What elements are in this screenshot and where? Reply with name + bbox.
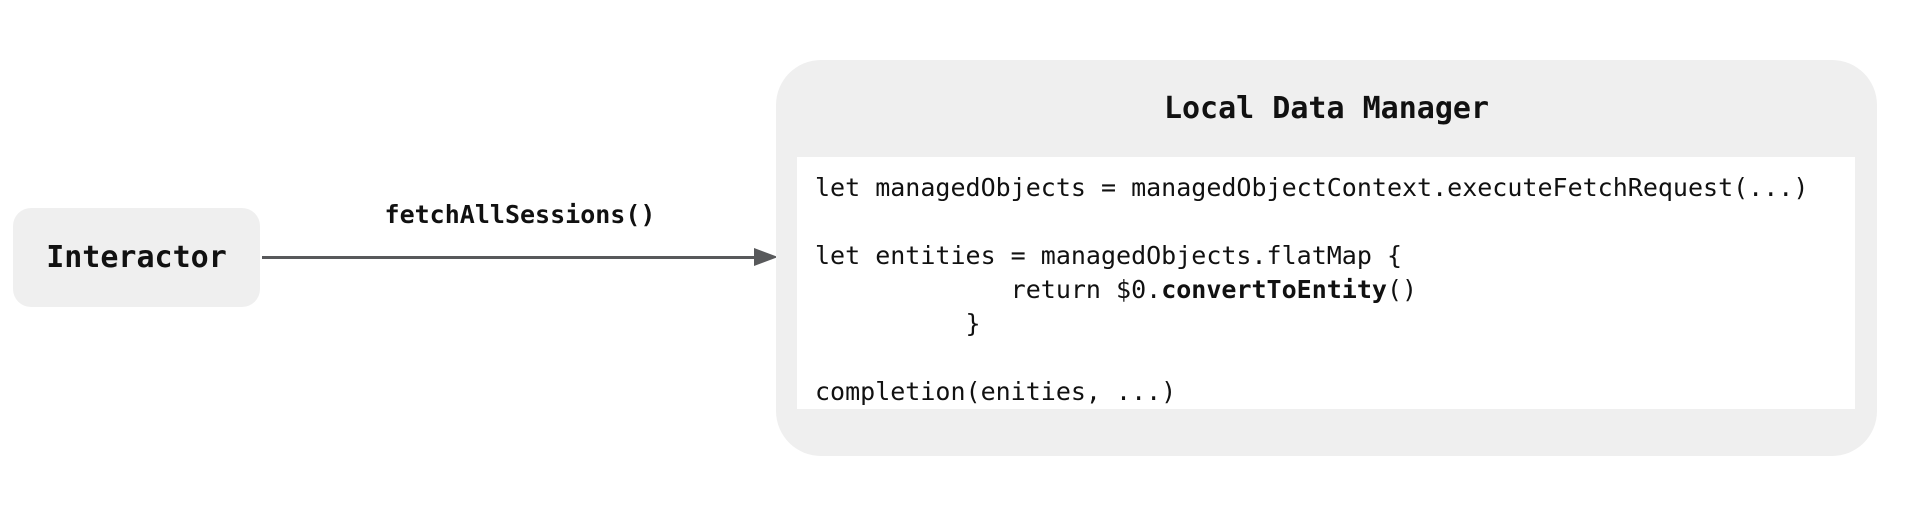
code-line: let entities = managedObjects.flatMap {: [815, 241, 1402, 270]
code-line: return $0.convertToEntity(): [815, 275, 1418, 304]
local-data-manager-box: Local Data Manager let managedObjects = …: [776, 60, 1877, 456]
code-panel: let managedObjects = managedObjectContex…: [797, 157, 1855, 409]
code-line: completion(enities, ...): [815, 377, 1177, 406]
interactor-box: Interactor: [13, 208, 260, 307]
local-data-manager-title: Local Data Manager: [1163, 91, 1490, 126]
code-line: }: [815, 309, 981, 338]
arrow-label: fetchAllSessions(): [384, 200, 656, 229]
interactor-label: Interactor: [46, 240, 227, 275]
code-line: [815, 341, 1855, 375]
code-line: [815, 205, 1855, 239]
arrow-head-icon: [754, 248, 778, 266]
code-line: let managedObjects = managedObjectContex…: [815, 173, 1809, 202]
arrow-line: [262, 256, 757, 259]
